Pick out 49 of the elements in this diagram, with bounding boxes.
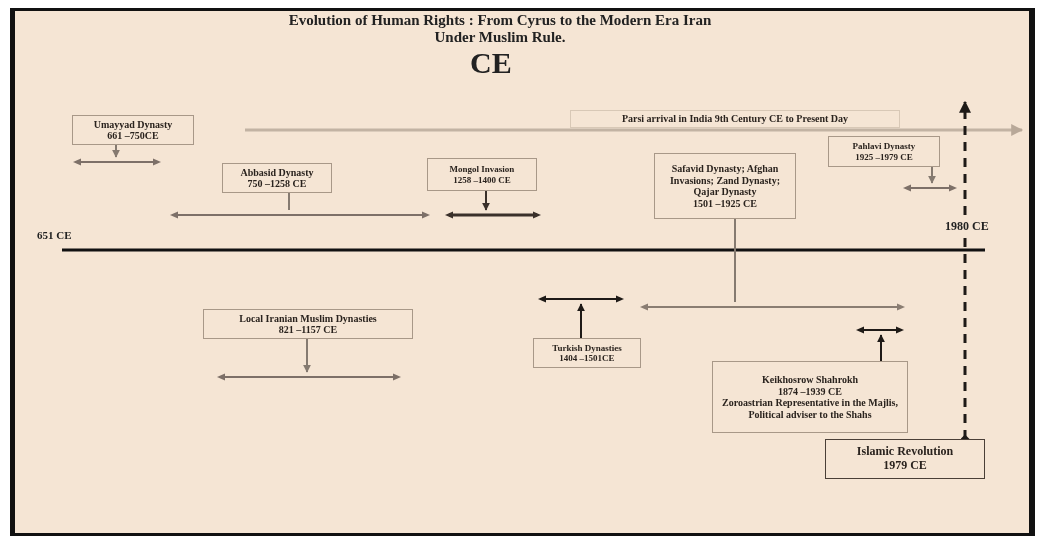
event-text: Pahlavi Dynasty — [852, 141, 916, 152]
event-text: 1925 –1979 CE — [855, 151, 913, 162]
period-bar — [538, 294, 624, 304]
period-bar — [170, 210, 430, 220]
connector-arrow — [303, 338, 311, 373]
period-bar — [640, 302, 905, 312]
event-text: Zoroastrian Representative in the Majlis, — [722, 397, 898, 409]
event-text: Mongol Invasion — [449, 164, 515, 175]
connector-arrow — [482, 190, 490, 211]
event-text: 1258 –1400 CE — [453, 174, 511, 185]
event-text: Umayyad Dynasty — [93, 118, 173, 130]
event-text: Local Iranian Muslim Dynasties — [239, 312, 377, 324]
event-text: Islamic Revolution — [856, 445, 954, 459]
connector-arrow — [577, 303, 585, 339]
period-bar — [217, 372, 401, 382]
event-box — [712, 361, 908, 433]
period-bar — [445, 210, 541, 220]
event-box — [427, 158, 537, 191]
period-bar — [856, 325, 904, 335]
event-text: Safavid Dynasty; Afghan Invasions; Zand Dynasty; Qajar Dynasty — [668, 163, 781, 198]
connector-arrow — [877, 334, 885, 362]
event-text: 1501 –1925 CE — [693, 197, 757, 209]
event-text: 1404 –1501CE — [559, 353, 615, 364]
event-box — [222, 163, 332, 193]
connector-arrow — [112, 144, 120, 158]
date-label: 1980 CE — [945, 220, 989, 232]
event-text: 750 –1258 CE — [247, 178, 307, 190]
event-text: Political adviser to the Shahs — [748, 408, 872, 420]
event-box — [825, 439, 985, 479]
event-box — [72, 115, 194, 145]
event-box — [828, 136, 940, 167]
title: Evolution of Human Rights : From Cyrus to the Modern Era Iran Under Muslim Rule. — [287, 12, 713, 46]
period-bar — [73, 157, 161, 167]
event-text: 1979 CE — [883, 459, 927, 473]
event-text: 661 –750CE — [107, 130, 159, 142]
period-bar — [903, 183, 957, 193]
event-text: Parsi arrival in India 9th Century CE to Present Day — [621, 113, 849, 125]
date-label: 651 CE — [37, 230, 72, 241]
event-box — [654, 153, 796, 219]
event-text: 821 –1157 CE — [278, 324, 338, 336]
era-heading: CE — [470, 48, 512, 78]
event-text: 1874 –1939 CE — [778, 385, 842, 397]
event-box — [533, 338, 641, 368]
event-box — [570, 110, 900, 128]
event-text: Turkish Dynasties — [552, 342, 622, 353]
event-text: Abbasid Dynasty — [240, 166, 314, 178]
event-box — [203, 309, 413, 339]
connector-arrow — [928, 166, 936, 184]
event-text: Keikhosrow Shahrokh — [761, 374, 859, 386]
